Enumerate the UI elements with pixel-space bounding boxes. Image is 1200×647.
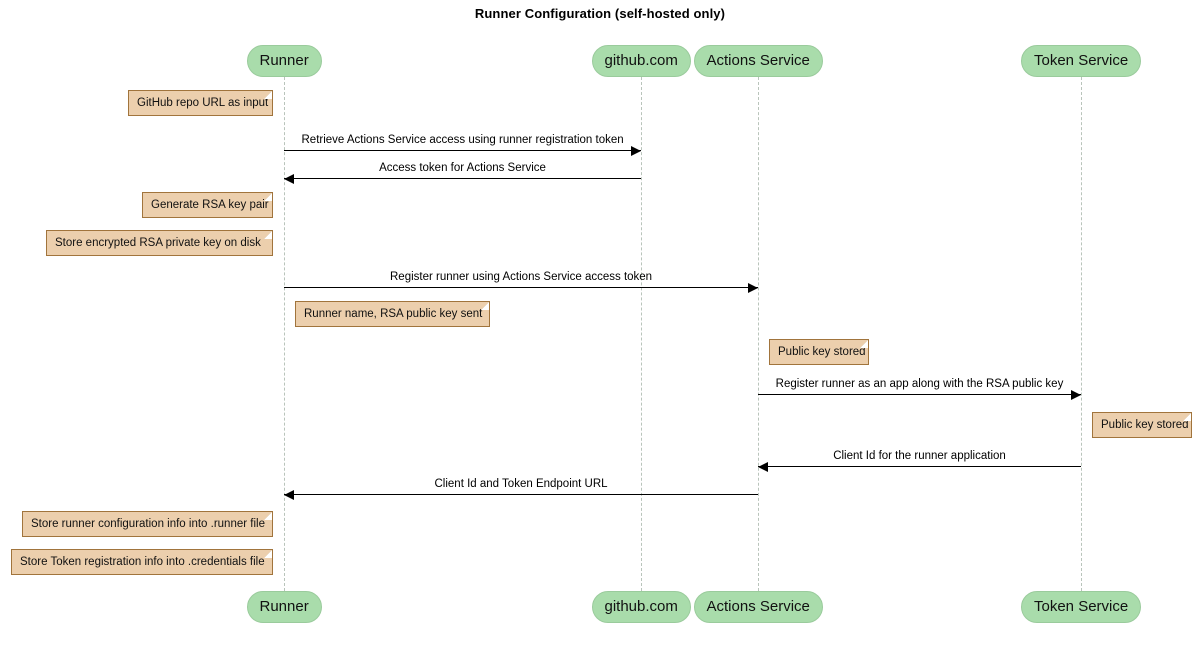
participant-token-top[interactable]: Token Service (1021, 45, 1141, 77)
note: Public key stored (1092, 412, 1192, 438)
message-line-3 (758, 394, 1081, 395)
note: Store Token registration info into .cred… (11, 549, 273, 575)
note: Generate RSA key pair (142, 192, 273, 218)
diagram-title: Runner Configuration (self-hosted only) (474, 6, 726, 21)
note-text: Public key stored (778, 346, 866, 358)
message-arrowhead-1 (284, 174, 294, 184)
message-line-4 (758, 466, 1081, 467)
note-fold-inner (264, 231, 272, 239)
note-text: Store Token registration info into .cred… (20, 556, 265, 568)
message-arrowhead-5 (284, 490, 294, 500)
note-fold-inner (264, 91, 272, 99)
note: Store runner configuration info into .ru… (22, 511, 273, 537)
participant-runner-top[interactable]: Runner (246, 45, 322, 77)
message-label-5: Client Id and Token Endpoint URL (434, 478, 608, 490)
participant-github-top[interactable]: github.com (591, 45, 691, 77)
participant-runner-bottom[interactable]: Runner (246, 591, 322, 623)
lifeline-actions (758, 77, 759, 591)
note-fold-inner (1183, 413, 1191, 421)
note: GitHub repo URL as input (128, 90, 273, 116)
note-fold-inner (264, 193, 272, 201)
message-arrowhead-4 (758, 462, 768, 472)
message-label-2: Register runner using Actions Service ac… (390, 271, 653, 283)
note-text: Generate RSA key pair (151, 199, 269, 211)
note-fold-inner (481, 302, 489, 310)
message-label-4: Client Id for the runner application (833, 450, 1006, 462)
note: Runner name, RSA public key sent (295, 301, 490, 327)
message-line-5 (284, 494, 758, 495)
message-label-1: Access token for Actions Service (379, 162, 546, 174)
note-fold-inner (264, 550, 272, 558)
message-arrowhead-3 (1071, 390, 1081, 400)
message-arrowhead-2 (748, 283, 758, 293)
note-text: Runner name, RSA public key sent (304, 308, 483, 320)
lifeline-runner (284, 77, 285, 591)
note-fold-inner (860, 340, 868, 348)
message-line-0 (284, 150, 641, 151)
message-line-2 (284, 287, 758, 288)
lifeline-github (641, 77, 642, 591)
note-text: Store encrypted RSA private key on disk (55, 237, 261, 249)
participant-actions-top[interactable]: Actions Service (693, 45, 823, 77)
participant-github-bottom[interactable]: github.com (591, 591, 691, 623)
participant-token-bottom[interactable]: Token Service (1021, 591, 1141, 623)
lifeline-token (1081, 77, 1082, 591)
note: Store encrypted RSA private key on disk (46, 230, 273, 256)
note-text: Store runner configuration info into .ru… (31, 518, 265, 530)
participant-actions-bottom[interactable]: Actions Service (693, 591, 823, 623)
message-line-1 (284, 178, 641, 179)
note: Public key stored (769, 339, 869, 365)
note-text: GitHub repo URL as input (137, 97, 269, 109)
message-label-0: Retrieve Actions Service access using ru… (301, 134, 624, 146)
note-fold-inner (264, 512, 272, 520)
message-label-3: Register runner as an app along with the… (775, 378, 1064, 390)
note-text: Public key stored (1101, 419, 1189, 431)
message-arrowhead-0 (631, 146, 641, 156)
